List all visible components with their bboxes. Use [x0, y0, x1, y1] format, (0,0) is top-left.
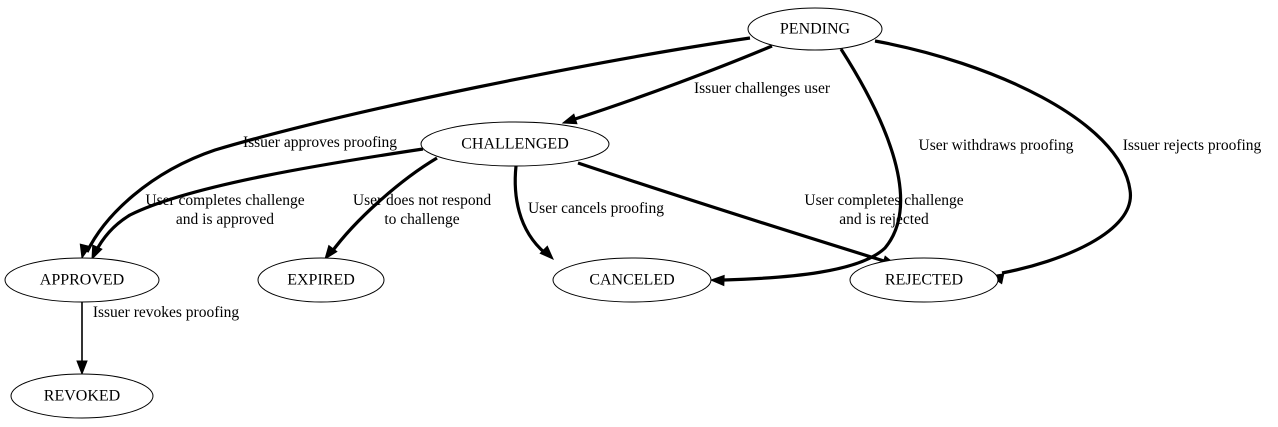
nodes-layer: PENDING CHALLENGED APPROVED EXPIRED CANCELED…: [4, 7, 999, 419]
arrowhead-icon: [709, 274, 725, 287]
node-revoked[interactable]: REVOKED: [10, 373, 154, 419]
node-label-pending: PENDING: [780, 21, 851, 38]
node-label-canceled: CANCELED: [589, 272, 674, 289]
node-shape[interactable]: [420, 121, 610, 167]
node-label-challenged: CHALLENGED: [461, 136, 569, 153]
edge-line: [574, 44, 773, 121]
edge-pending-approved: [79, 36, 751, 260]
node-shape[interactable]: [747, 7, 883, 51]
edge-line: [577, 161, 885, 263]
node-label-revoked: REVOKED: [44, 388, 120, 405]
edge-line: [93, 147, 424, 254]
arrowhead-icon: [76, 360, 88, 376]
arrowhead-icon: [561, 113, 578, 125]
edge-label-pending-challenged: Issuer challenges user: [694, 80, 831, 97]
edge-pending-rejected: [874, 39, 1132, 285]
edge-label-approved-revoked: Issuer revokes proofing: [93, 304, 240, 321]
edge-line: [85, 36, 751, 253]
node-label-expired: EXPIRED: [287, 272, 355, 289]
edge-pending-challenged: [561, 44, 773, 125]
edge-pending-canceled: [709, 48, 903, 287]
edge-challenged-canceled: [513, 165, 554, 260]
edge-line: [513, 165, 547, 255]
node-label-approved: APPROVED: [40, 272, 124, 289]
node-pending[interactable]: PENDING: [747, 7, 883, 51]
arrowhead-icon: [324, 244, 338, 261]
node-canceled[interactable]: CANCELED: [552, 257, 712, 303]
edge-labels-layer: Issuer approves proofing Issuer challenge…: [93, 80, 1262, 321]
node-rejected[interactable]: REJECTED: [849, 257, 999, 303]
node-approved[interactable]: APPROVED: [4, 257, 160, 303]
edge-label-pending-approved: Issuer approves proofing: [243, 134, 397, 151]
arrowhead-icon: [539, 245, 554, 260]
node-shape[interactable]: [849, 257, 999, 303]
arrowhead-icon: [79, 243, 91, 260]
edge-label-pending-canceled: User withdraws proofing: [919, 137, 1074, 154]
edge-line: [723, 48, 903, 282]
node-shape[interactable]: [257, 257, 385, 303]
node-shape[interactable]: [4, 257, 160, 303]
edge-challenged-approved: [91, 147, 424, 261]
node-expired[interactable]: EXPIRED: [257, 257, 385, 303]
node-challenged[interactable]: CHALLENGED: [420, 121, 610, 167]
arrowhead-icon: [91, 244, 103, 261]
edge-challenged-expired: [324, 156, 438, 261]
edge-approved-revoked: [76, 302, 88, 376]
edge-label-challenged-canceled: User cancels proofing: [528, 200, 664, 217]
node-shape[interactable]: [10, 373, 154, 419]
edge-label-pending-rejected: Issuer rejects proofing: [1123, 137, 1262, 154]
edge-line: [329, 156, 438, 254]
node-label-rejected: REJECTED: [885, 272, 963, 289]
edge-line: [874, 39, 1132, 275]
node-shape[interactable]: [552, 257, 712, 303]
